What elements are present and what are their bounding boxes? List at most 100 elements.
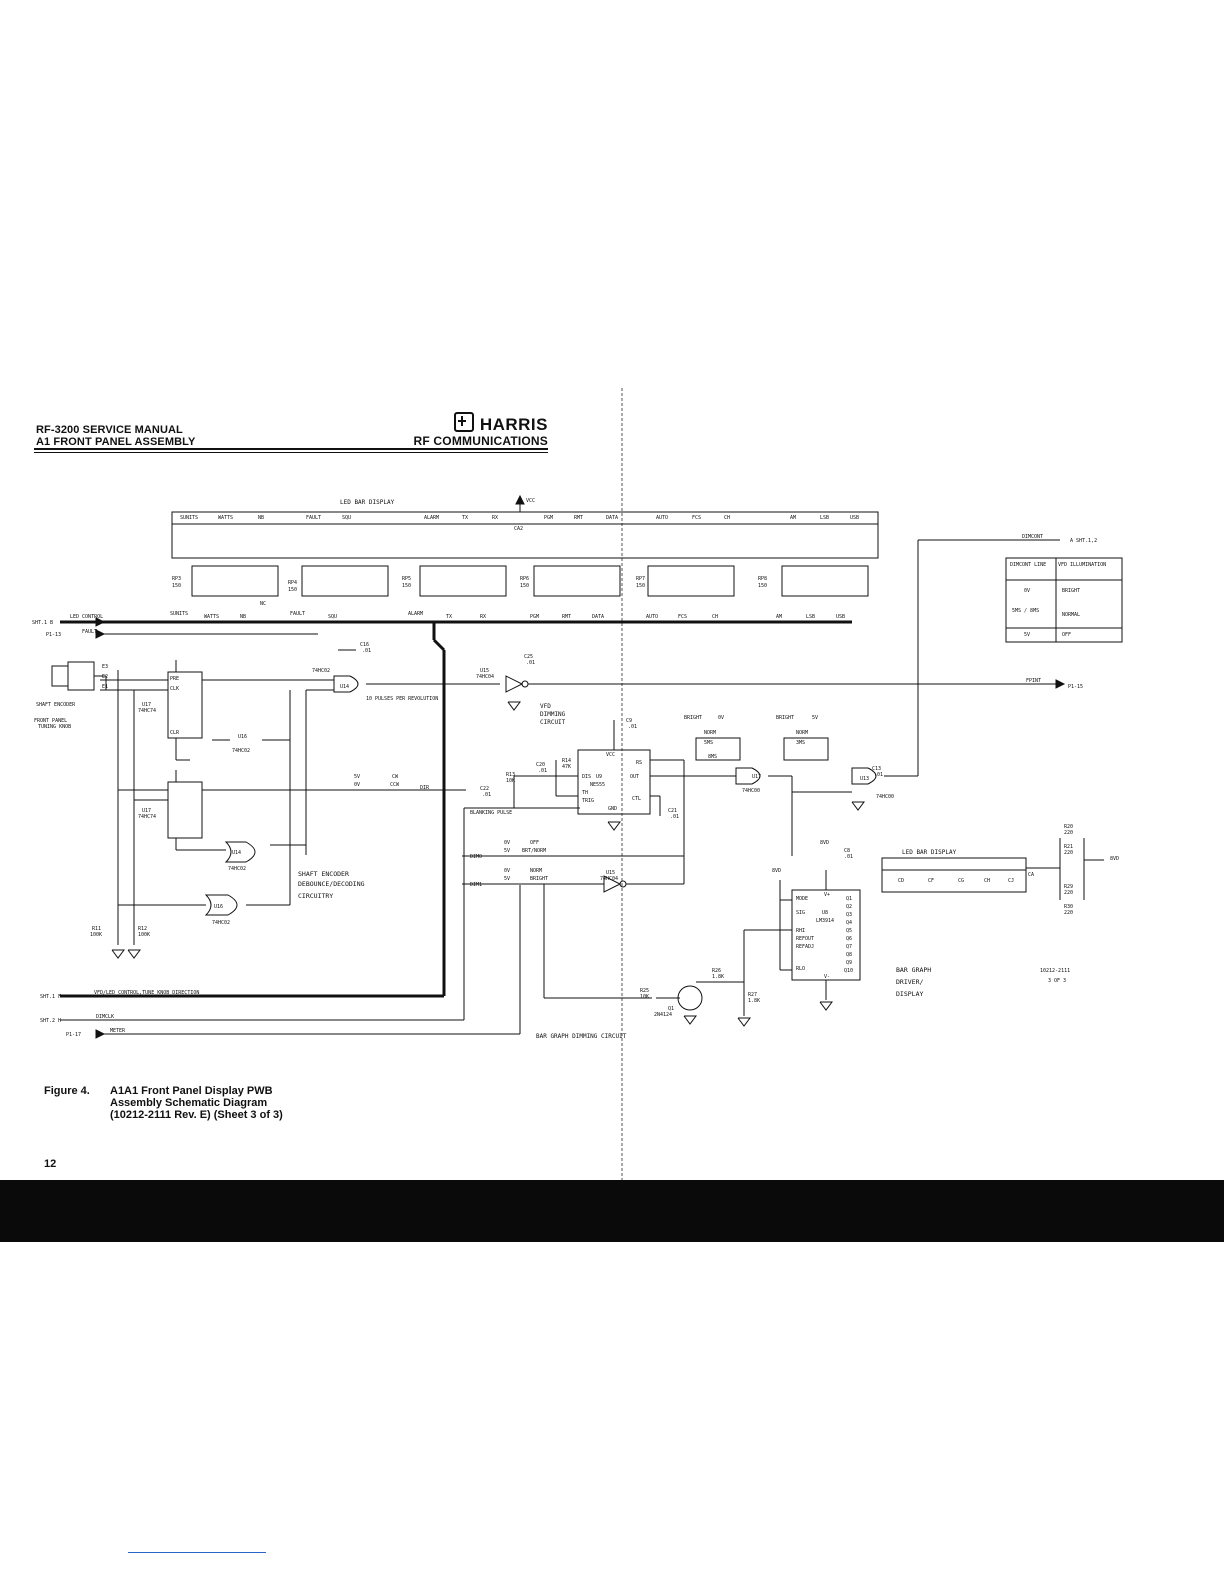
led-control-label: LED CONTROL	[70, 614, 103, 620]
shaft-note-1: SHAFT ENCODER	[298, 870, 349, 878]
u8-type: LM3914	[816, 918, 834, 924]
top-label-pgm: PGM	[544, 515, 553, 521]
rp5-name: RP5	[402, 576, 411, 582]
brand-block: HARRIS RF COMMUNICATIONS	[398, 412, 548, 448]
p1-15-label: P1-15	[1068, 684, 1083, 690]
r26-value: 1.8K	[712, 974, 724, 980]
rp6-value: 150	[520, 583, 529, 589]
u8-q1: Q1	[846, 896, 852, 902]
c21-name: C21	[668, 808, 677, 814]
u17a-pre: PRE	[170, 676, 179, 682]
manual-title: RF-3200 SERVICE MANUAL	[36, 424, 183, 436]
bottom-label-fcs: FCS	[678, 614, 687, 620]
r21-name: R21	[1064, 844, 1073, 850]
vfd-table-header-2: VFD ILLUMINATION	[1058, 562, 1106, 568]
dir-table-0v: 0V	[354, 782, 360, 788]
r26-name: R26	[712, 968, 721, 974]
shaft-note-2: DEBOUNCE/DECODING	[298, 880, 365, 888]
figure-caption-line1: A1A1 Front Panel Display PWB	[110, 1085, 273, 1097]
schematic-wiring	[51, 388, 1123, 1180]
bottom-label-am: AM	[776, 614, 782, 620]
u9-name: U9	[596, 774, 602, 780]
led2-ch: CH	[984, 878, 990, 884]
bottom-label-rx: RX	[480, 614, 486, 620]
rp3-name: RP3	[172, 576, 181, 582]
c16-value: .01	[362, 648, 371, 654]
top-label-rmt: RMT	[574, 515, 583, 521]
shaft-note-3: CIRCUITRY	[298, 892, 333, 900]
top-label-auto: AUTO	[656, 515, 668, 521]
header-rule-1	[34, 448, 548, 450]
u13-type: 74HC00	[876, 794, 894, 800]
vfd-table-r3c2: OFF	[1062, 632, 1071, 638]
u14a-type: 74HC02	[312, 668, 330, 674]
figure-caption: Figure 4. A1A1 Front Panel Display PWB A…	[44, 1085, 283, 1121]
c9-name: C9	[626, 718, 632, 724]
bottom-label-tx: TX	[446, 614, 452, 620]
top-label-usb: USB	[850, 515, 859, 521]
r11-name: R11	[92, 926, 101, 932]
sheet-ref: 3 OF 3	[1048, 978, 1066, 984]
dim1-table-norm: NORM	[530, 868, 542, 874]
e2-label: E2	[102, 674, 108, 680]
u17a-clk: CLK	[170, 686, 179, 692]
u9-type: NE555	[590, 782, 605, 788]
vfd-table-r2c1: 5MS / 8MS	[1012, 608, 1039, 614]
manual-header-left: RF-3200 SERVICE MANUAL A1 FRONT PANEL AS…	[36, 424, 195, 448]
u9-trig: TRIG	[582, 798, 594, 804]
c25-name: C25	[524, 654, 533, 660]
u16a-type: 74HC02	[232, 748, 250, 754]
r25-value: 10K	[640, 994, 649, 1000]
dim0-label: DIM0	[470, 854, 482, 860]
ground-symbols	[111, 701, 865, 1027]
brand-name: HARRIS	[398, 412, 548, 435]
u15-type: 74HC04	[476, 674, 494, 680]
ca-label: CA	[1028, 872, 1034, 878]
vfd-table-header-1: DIMCONT LINE	[1010, 562, 1046, 568]
u8-q3: Q3	[846, 912, 852, 918]
dim1-table-5v: 5V	[504, 876, 510, 882]
r30-value: 220	[1064, 910, 1073, 916]
pulses-note: 10 PULSES PER REVOLUTION	[366, 696, 438, 702]
drawing-ref: 10212-2111	[1040, 968, 1070, 974]
dimcont-title: DIMCONT	[1022, 534, 1043, 540]
front-panel-label: FRONT PANEL	[34, 718, 67, 724]
u8-q8: Q8	[846, 952, 852, 958]
r13-name: R13	[506, 772, 515, 778]
r29-name: R29	[1064, 884, 1073, 890]
r27-value: 1.8K	[748, 998, 760, 1004]
top-label-rx: RX	[492, 515, 498, 521]
bright-5v-value: 5V	[812, 715, 818, 721]
u13-name: U13	[860, 776, 869, 782]
bar-graph-note-3: DISPLAY	[896, 990, 923, 998]
page-number: 12	[44, 1158, 57, 1170]
bright-0v-label: BRIGHT	[684, 715, 702, 721]
p1-17-label: P1-17	[66, 1032, 81, 1038]
u14b-name: U14	[232, 850, 241, 856]
u14b-type: 74HC02	[228, 866, 246, 872]
r25-name: R25	[640, 988, 649, 994]
u8-refout: REFOUT	[796, 936, 814, 942]
u15b-type: 74HC04	[600, 876, 618, 882]
top-label-ch: CH	[724, 515, 730, 521]
header-rule-2	[34, 452, 548, 453]
dim0-table-0v: 0V	[504, 840, 510, 846]
u17b-name: U17	[142, 808, 151, 814]
scan-edge-band	[0, 1180, 1224, 1242]
harris-logo-icon	[453, 412, 474, 432]
u17c-type: 74HC00	[742, 788, 760, 794]
u17a-name: U17	[142, 702, 151, 708]
top-label-tx: TX	[462, 515, 468, 521]
rp3-value: 150	[172, 583, 181, 589]
brand-subtitle: RF COMMUNICATIONS	[413, 434, 548, 448]
u17a-type: 74HC74	[138, 708, 156, 714]
u15-name: U15	[480, 668, 489, 674]
dimclk-label: DIMCLK	[96, 1014, 114, 1020]
figure-caption-line3: (10212-2111 Rev. E) (Sheet 3 of 3)	[110, 1109, 283, 1121]
u8-q4: Q4	[846, 920, 852, 926]
schematic-labels: LED BAR DISPLAY VCC CA2 SUNITS WATTS NB …	[32, 498, 1119, 1040]
e3-label: E3	[102, 664, 108, 670]
top-label-sunits: SUNITS	[180, 515, 198, 521]
nc-label: NC	[260, 601, 266, 607]
